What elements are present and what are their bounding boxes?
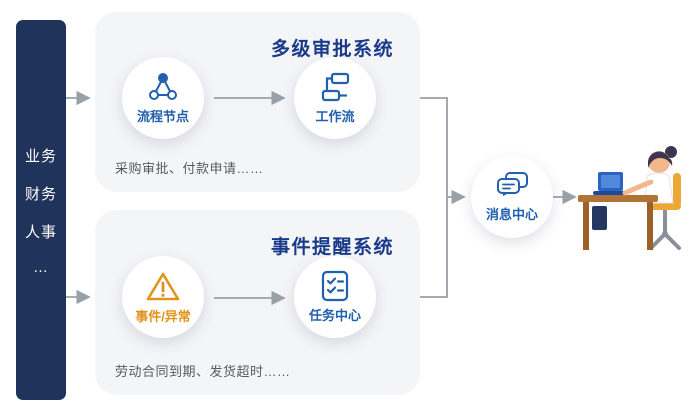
message-center-label: 消息中心 <box>485 207 538 222</box>
warning-triangle-icon <box>145 270 181 303</box>
person-at-desk-illustration <box>578 146 681 250</box>
approval-system-examples: 采购审批、付款申请…… <box>115 161 264 176</box>
source-groups-labels: 业务 财务 人事 … <box>25 145 57 276</box>
approval-system-panel: 多级审批系统 流程节点 工作流 <box>95 12 420 192</box>
source-group-finance: 财务 <box>24 185 57 203</box>
event-exception-label: 事件/异常 <box>135 308 191 324</box>
task-center-label: 任务中心 <box>308 308 361 323</box>
source-group-hr: 人事 <box>24 223 57 241</box>
task-center-circle: 任务中心 <box>294 256 376 338</box>
source-groups-bar: 业务 财务 人事 … <box>16 20 66 400</box>
event-exception-circle: 事件/异常 <box>122 256 204 338</box>
approval-system-title: 多级审批系统 <box>270 39 394 60</box>
reminder-system-panel: 事件提醒系统 事件/异常 任务中心 <box>95 210 420 395</box>
reminder-system-title: 事件提醒系统 <box>270 237 394 258</box>
process-node-label: 流程节点 <box>136 109 189 124</box>
source-group-business: 业务 <box>24 147 57 165</box>
task-list-icon <box>319 270 351 302</box>
process-node-circle: 流程节点 <box>122 57 204 139</box>
workflow-icon <box>318 71 352 103</box>
workflow-label: 工作流 <box>315 109 355 124</box>
reminder-system-examples: 劳动合同到期、发货超时…… <box>115 364 291 379</box>
chat-bubbles-icon <box>495 171 529 201</box>
network-nodes-icon <box>146 71 180 103</box>
workflow-circle: 工作流 <box>294 57 376 139</box>
source-group-ellipsis: … <box>32 258 49 276</box>
message-center-circle: 消息中心 <box>471 156 553 238</box>
